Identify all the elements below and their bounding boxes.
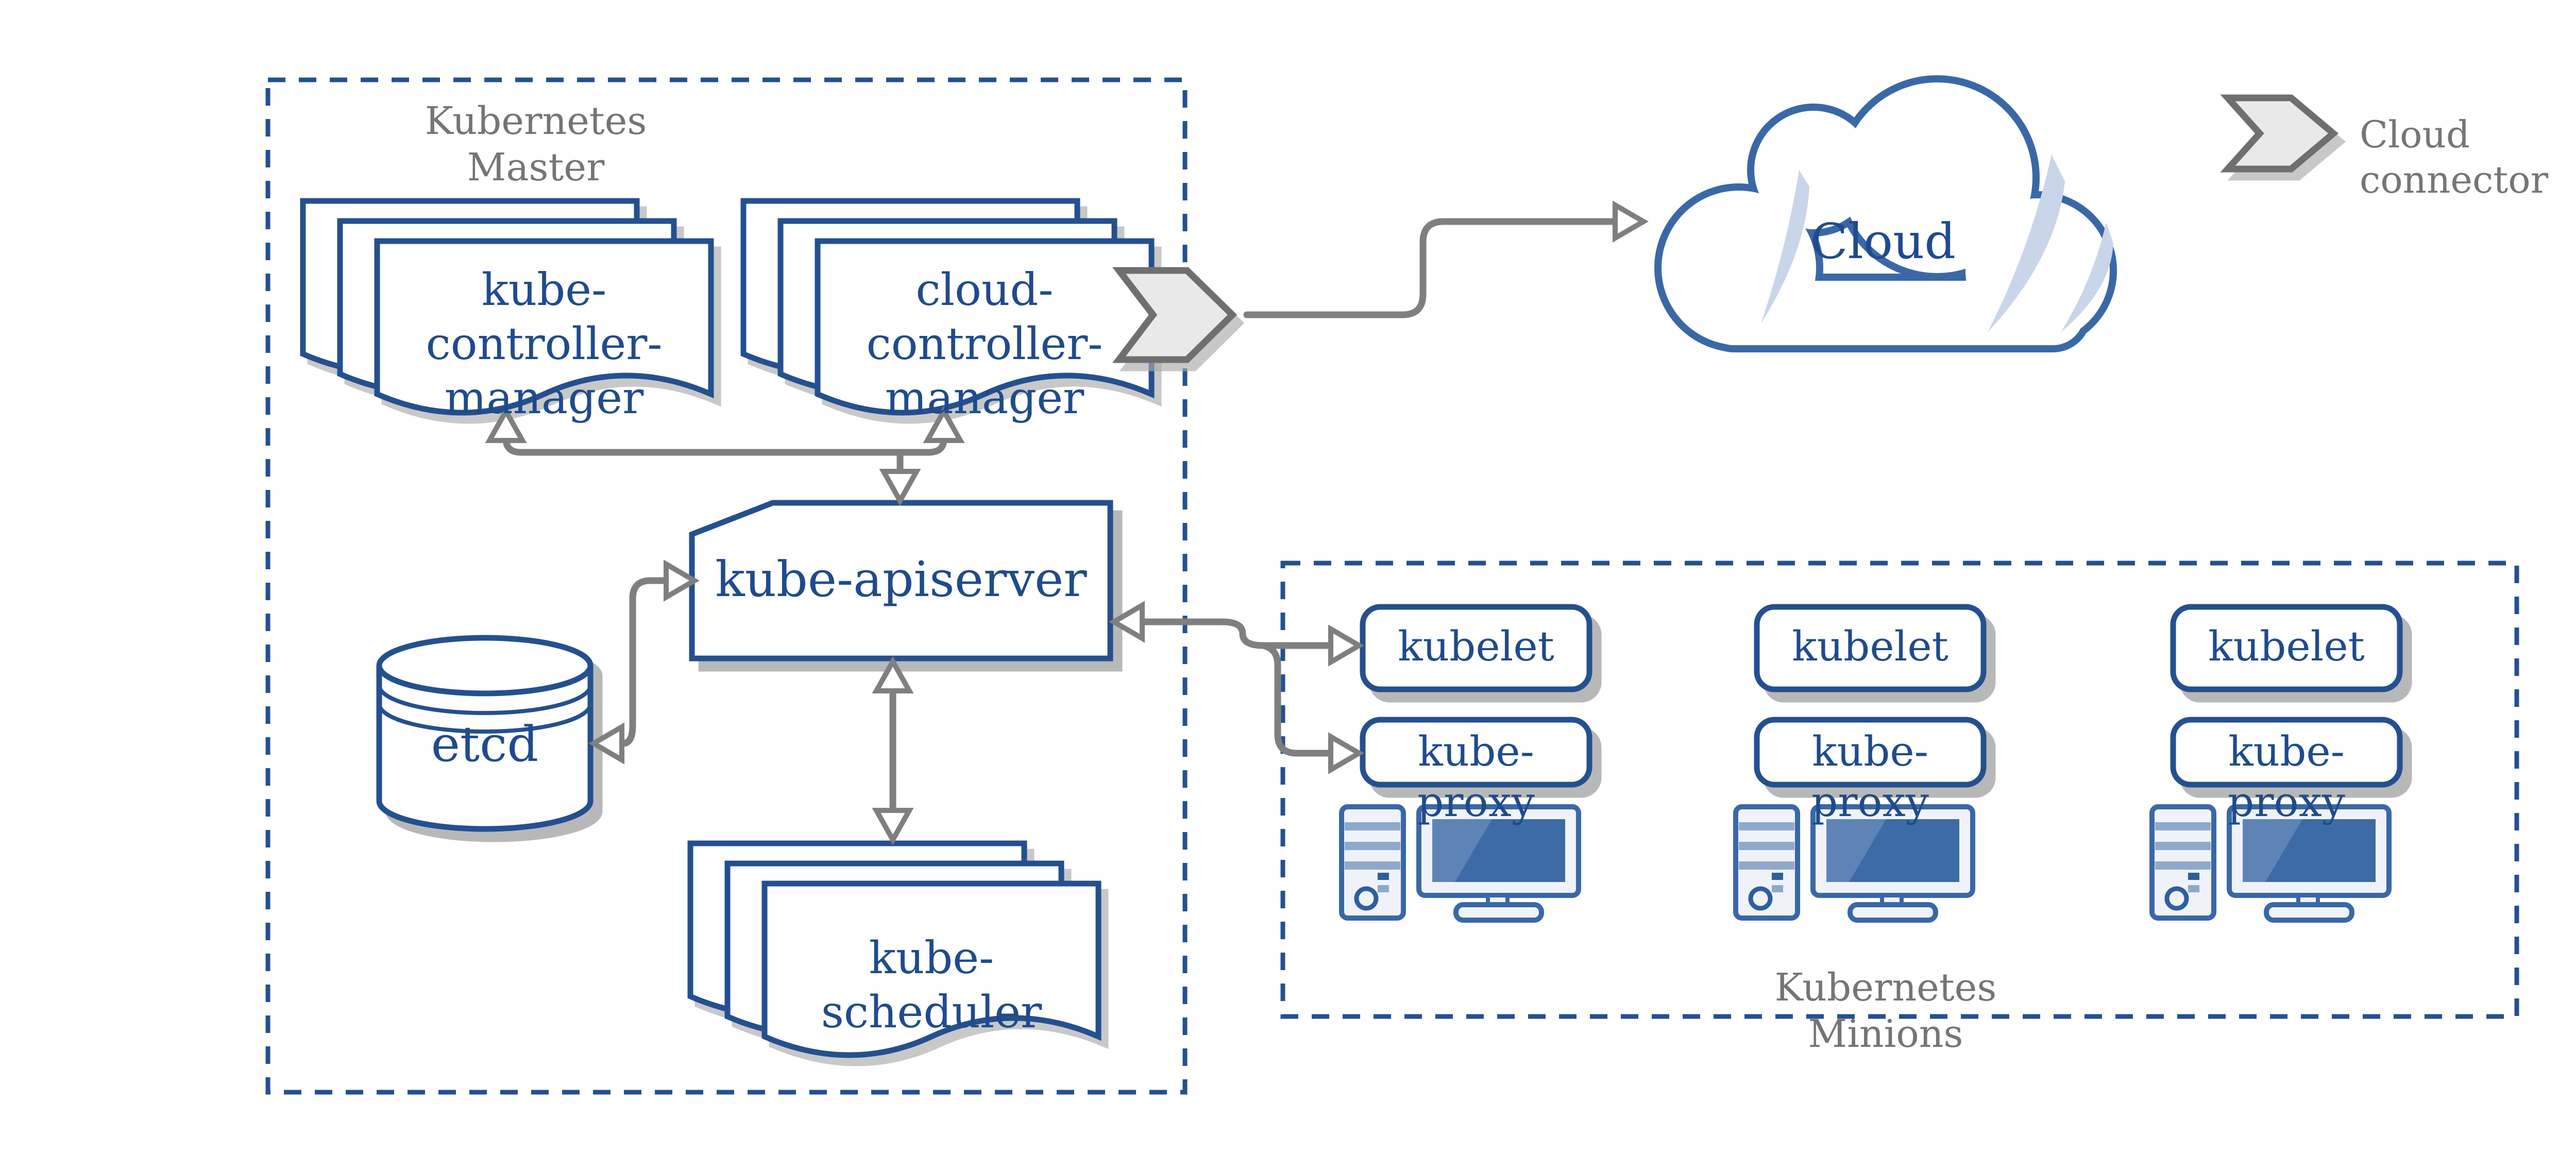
- monitor-base: [1453, 902, 1544, 923]
- document-sheet: [374, 238, 714, 416]
- etcd-apiserver-line: [619, 577, 669, 747]
- arrowhead-up-into-apiserver: [872, 656, 914, 693]
- power-button-icon: [1748, 886, 1773, 911]
- master-section-label: Kubernetes Master: [425, 99, 647, 190]
- connector-lines: [502, 218, 1618, 814]
- kube-controller-manager-label: kube-controller- manager: [426, 264, 663, 424]
- cloud-label: Cloud: [1810, 213, 1956, 270]
- arrowhead-left-into-apiserver: [1109, 601, 1145, 643]
- cloud-highlight-slivers: [1761, 155, 2113, 332]
- kube-scheduler-stack: [687, 840, 1101, 1058]
- arrowhead-up-into-cloud-controller: [923, 405, 965, 443]
- kube-apiserver-label: kube-apiserver: [715, 551, 1087, 608]
- etcd-label: etcd: [431, 716, 539, 773]
- arrowhead-down-into-scheduler: [872, 808, 914, 845]
- cloud-controller-manager-label: cloud-controller- manager: [866, 264, 1103, 424]
- power-button-icon: [1354, 886, 1379, 911]
- cloud-shape: [1654, 75, 2117, 352]
- document-sheet: [815, 238, 1155, 416]
- legend-chevron-icon: [2220, 94, 2339, 173]
- kube-proxy-label: kube-proxy: [2228, 727, 2345, 826]
- minions-boundary-box: [1280, 561, 2519, 1019]
- kube-controller-manager-stack: [300, 198, 714, 416]
- kubelet-label: kubelet: [2208, 622, 2365, 670]
- minion-node-boxes: [1360, 604, 2403, 788]
- minion-computer-icons: [1339, 804, 2392, 923]
- kubelet-box: [1754, 604, 1987, 692]
- minions-section-label: Kubernetes Minions: [1774, 965, 1997, 1057]
- y-branch-line: [502, 435, 947, 456]
- kube-proxy-box: [2170, 717, 2403, 788]
- kubelet-box: [1360, 604, 1592, 692]
- kube-apiserver-node: [689, 500, 1113, 662]
- arrowheads: [485, 200, 1649, 845]
- arrowhead-right-into-kubeproxy: [1328, 732, 1364, 774]
- kubelet-box: [2170, 604, 2403, 692]
- master-boundary-box: [265, 77, 1188, 1095]
- document-sheet: [761, 880, 1101, 1058]
- cylinder-ring: [377, 685, 592, 715]
- kube-proxy-label: kube-proxy: [1417, 727, 1535, 826]
- computer-icon: [1733, 804, 1975, 923]
- power-button-icon: [2164, 886, 2189, 911]
- kube-scheduler-label: kube-scheduler: [821, 932, 1042, 1038]
- arrowhead-right-into-kubelet: [1328, 624, 1364, 667]
- cloud-controller-manager-stack: [740, 198, 1155, 416]
- apiserver-kubeproxy-line: [1260, 642, 1333, 757]
- cloud-connector-line: [1243, 218, 1618, 318]
- kubelet-label: kubelet: [1398, 622, 1554, 670]
- monitor-base: [2264, 902, 2354, 923]
- cylinder-ring: [377, 703, 592, 734]
- arrowhead-down-into-apiserver: [879, 469, 921, 506]
- kube-proxy-box: [1360, 717, 1592, 788]
- kubelet-label: kubelet: [1792, 622, 1948, 670]
- computer-icon: [2149, 804, 2392, 923]
- kube-proxy-label: kube-proxy: [1811, 727, 1929, 826]
- cloud-connector-chevron-icon: [1112, 267, 1238, 363]
- arrowhead-right-into-apiserver: [664, 559, 700, 602]
- computer-icon: [1339, 804, 1581, 923]
- monitor-base: [1848, 902, 1938, 923]
- etcd-cylinder: [376, 635, 594, 832]
- arrowhead-left-into-etcd: [588, 722, 624, 765]
- apiserver-kubelet-line: [1139, 618, 1333, 649]
- kube-proxy-box: [1754, 717, 1987, 788]
- cloud-connector-legend-label: Cloud connector: [2360, 113, 2549, 201]
- arrowhead-right-into-cloud: [1613, 200, 1649, 243]
- arrowhead-up-into-kube-controller: [485, 405, 527, 443]
